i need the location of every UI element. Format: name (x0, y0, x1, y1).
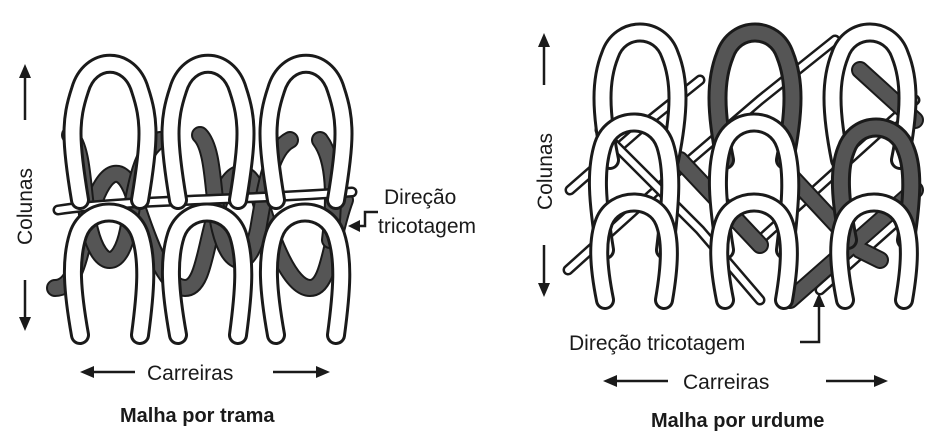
right-carreiras-label: Carreiras (683, 371, 769, 394)
left-direction-label-line2: tricotagem (378, 215, 476, 238)
left-colunas-label: Colunas (14, 168, 37, 245)
warp-knit-panel: Colunas Direção tricotagem Carreiras Mal… (534, 33, 915, 433)
right-direction-arrow (800, 293, 825, 342)
weft-knit-panel: Colunas Direção tricotagem Carreiras Mal… (14, 64, 476, 427)
right-caption: Malha por urdume (651, 410, 824, 432)
left-direction-arrow (348, 212, 378, 232)
right-direction-label: Direção tricotagem (569, 332, 745, 355)
right-colunas-label: Colunas (534, 133, 557, 210)
left-direction-label-line1: Direção (384, 186, 456, 209)
left-carreiras-label: Carreiras (147, 362, 233, 385)
left-caption: Malha por trama (120, 405, 275, 427)
